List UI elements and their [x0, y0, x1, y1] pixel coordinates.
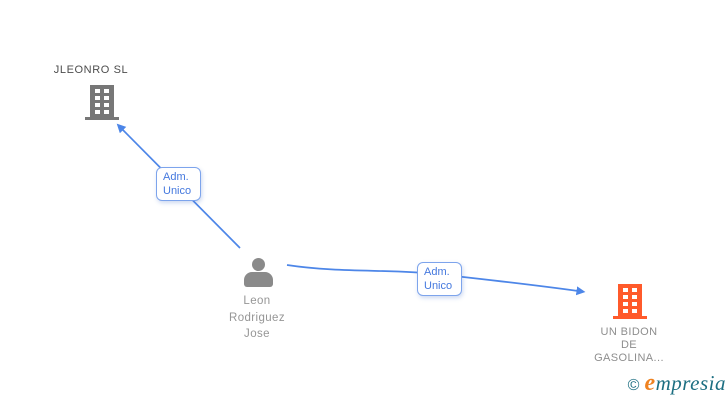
person-label-line: Leon	[243, 295, 271, 307]
edge-label-adm-unico: Adm. Unico	[156, 167, 201, 201]
empresia-logo: empresia	[644, 370, 726, 397]
person-label-line: Rodriguez	[228, 311, 286, 324]
logo-text: mpresia	[655, 371, 726, 395]
person-head	[251, 258, 265, 271]
company2-label-line: GASOLINA...	[594, 352, 664, 364]
edge-label-adm-unico: Adm. Unico	[417, 262, 462, 296]
edge-label-line: Adm.	[163, 171, 189, 183]
person-label-line: Jose	[244, 328, 270, 340]
company2-label-line: DE	[620, 339, 638, 351]
person-label[interactable]: Leon Rodriguez Jose	[229, 293, 285, 343]
person-icon[interactable]	[242, 258, 274, 289]
building-icon[interactable]	[612, 284, 648, 319]
building-tower	[90, 85, 114, 117]
building-base	[613, 316, 647, 319]
building-base	[85, 117, 119, 120]
edge-label-line: Unico	[424, 280, 453, 292]
empresia-watermark: © empresia	[628, 370, 726, 397]
company1-label[interactable]: JLEONRO SL	[53, 64, 129, 76]
building-tower	[618, 284, 642, 316]
building-icon[interactable]	[84, 85, 120, 120]
edge-label-line: Unico	[163, 185, 192, 197]
copyright-icon: ©	[627, 377, 640, 394]
company2-label-line: UN BIDON	[600, 326, 658, 338]
company2-label[interactable]: UN BIDON DE GASOLINA...	[594, 326, 664, 365]
person-body	[243, 272, 273, 287]
edge-label-line: Adm.	[424, 266, 450, 278]
logo-initial: e	[644, 370, 656, 396]
